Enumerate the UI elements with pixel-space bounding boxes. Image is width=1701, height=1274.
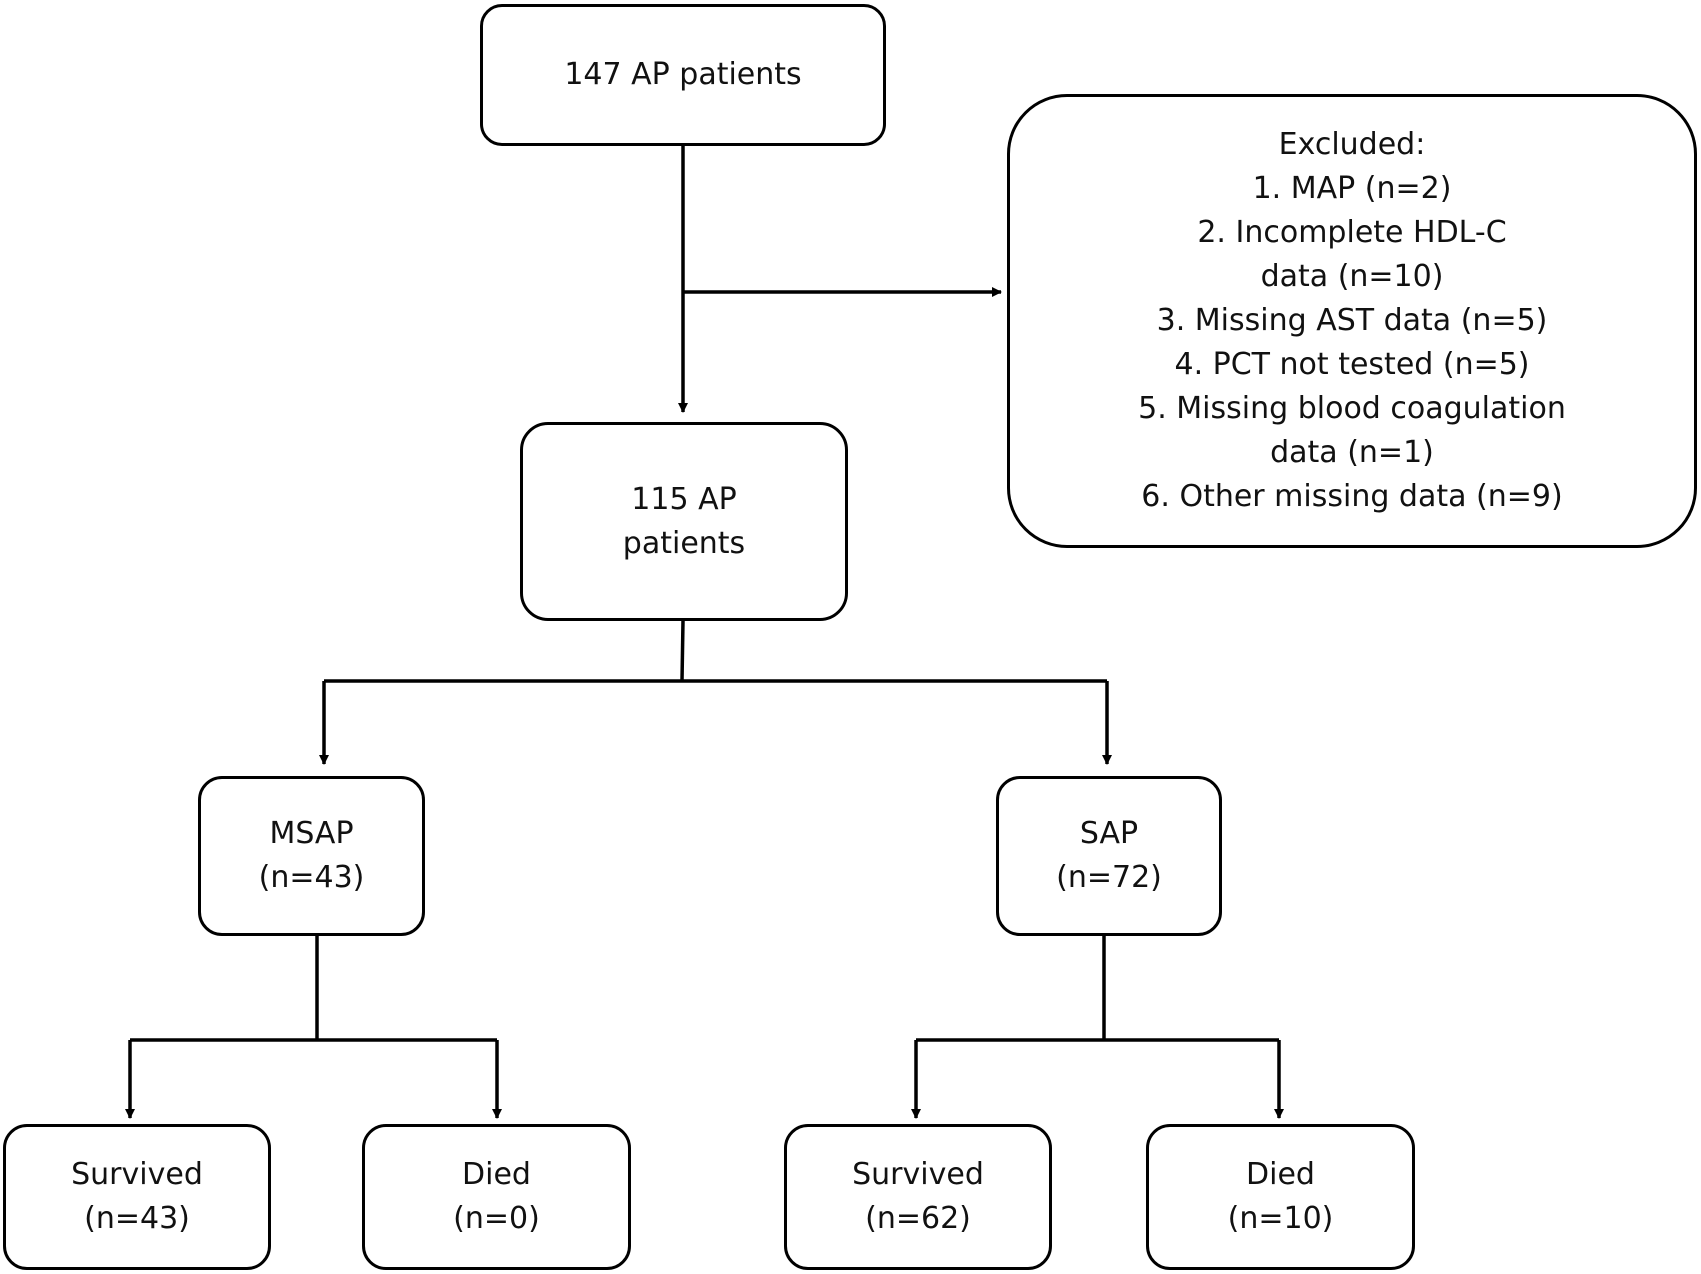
- included-box-line-1: 115 AP: [631, 481, 737, 517]
- msap-box: MSAP (n=43): [198, 776, 425, 936]
- connector-included-split: [680, 620, 685, 682]
- excluded-item-3: 3. Missing AST data (n=5): [1156, 303, 1548, 338]
- sap-died-line-1: Died: [1246, 1157, 1315, 1192]
- sap-box-line-1: SAP: [1079, 816, 1139, 851]
- sap-box: SAP (n=72): [996, 776, 1222, 936]
- excluded-item-6: 6. Other missing data (n=9): [1141, 479, 1563, 514]
- sap-died-line-2: (n=10): [1227, 1201, 1334, 1236]
- sap-died-box: Died (n=10): [1146, 1124, 1415, 1270]
- included-box: 115 AP patients: [520, 422, 848, 621]
- excluded-title: Excluded:: [1278, 127, 1426, 162]
- excluded-item-5-cont: data (n=1): [1270, 435, 1434, 470]
- start-box: 147 AP patients: [480, 4, 886, 146]
- sap-box-line-2: (n=72): [1056, 860, 1162, 895]
- msap-died-line-2: (n=0): [453, 1201, 540, 1236]
- excluded-item-5: 5. Missing blood coagulation: [1138, 391, 1566, 426]
- included-box-line-2: patients: [622, 525, 746, 561]
- start-box-text: 147 AP patients: [564, 57, 802, 92]
- excluded-item-4: 4. PCT not tested (n=5): [1174, 347, 1530, 382]
- excluded-item-2: 2. Incomplete HDL-C: [1197, 215, 1507, 250]
- excluded-item-2-cont: data (n=10): [1260, 259, 1444, 294]
- sap-survived-line-2: (n=62): [865, 1201, 971, 1236]
- excluded-item-1: 1. MAP (n=2): [1252, 171, 1452, 206]
- msap-died-box: Died (n=0): [362, 1124, 631, 1270]
- msap-box-line-2: (n=43): [258, 860, 365, 895]
- msap-survived-line-1: Survived: [71, 1157, 203, 1192]
- msap-survived-box: Survived (n=43): [3, 1124, 271, 1270]
- msap-box-line-1: MSAP: [269, 816, 354, 851]
- msap-survived-line-2: (n=43): [84, 1201, 190, 1236]
- sap-survived-box: Survived (n=62): [784, 1124, 1052, 1270]
- excluded-box: Excluded: 1. MAP (n=2) 2. Incomplete HDL…: [1007, 94, 1697, 548]
- sap-survived-line-1: Survived: [852, 1157, 984, 1192]
- msap-died-line-1: Died: [462, 1157, 531, 1192]
